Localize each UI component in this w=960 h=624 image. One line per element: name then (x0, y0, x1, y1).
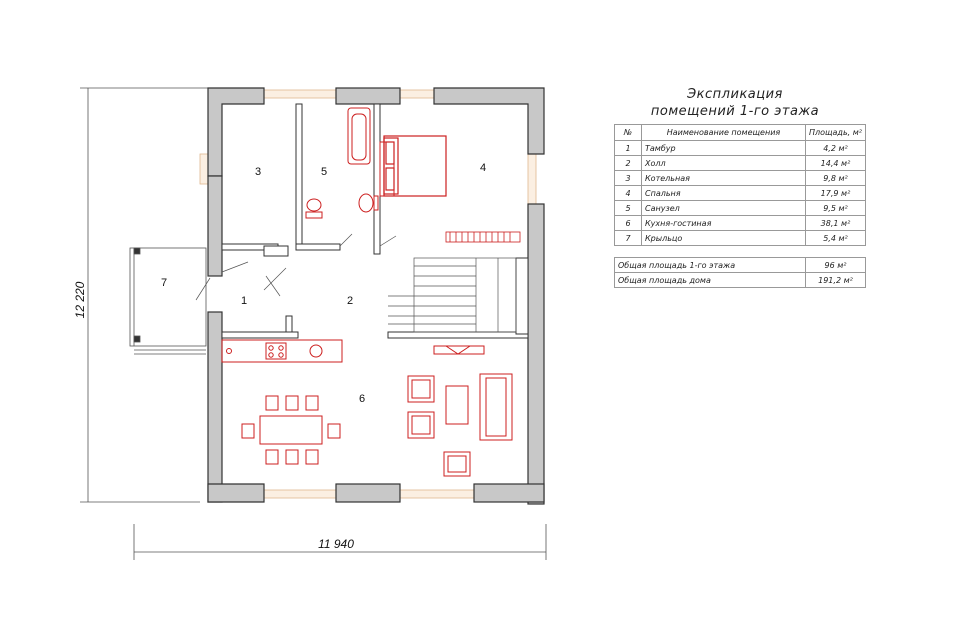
row-area: 14,4 м² (804, 155, 867, 171)
row-num: 3 (614, 170, 642, 186)
row-name: Котельная (641, 170, 806, 186)
room-number-3: 3 (255, 166, 261, 178)
row-name: Холл (641, 155, 806, 171)
doors (195, 233, 397, 301)
total-name: Общая площадь 1-го этажа (614, 257, 806, 273)
dining-set (241, 395, 341, 465)
explication-title-line1: Экспликация (687, 87, 783, 102)
table-row: 1 Тамбур 4,2 м² (614, 140, 867, 156)
height-dimension: 12 220 (73, 281, 87, 318)
room-number-6: 6 (359, 393, 365, 405)
table-header-row: № Наименование помещения Площадь, м² (614, 124, 867, 141)
row-num: 6 (614, 215, 642, 231)
bed (383, 135, 447, 197)
total-name: Общая площадь дома (614, 272, 806, 288)
row-name: Тамбур (641, 140, 806, 156)
exterior-walls (207, 87, 545, 505)
room-number-4: 4 (480, 162, 486, 174)
table-row: 2 Холл 14,4 м² (614, 155, 867, 171)
living-furniture (407, 345, 513, 477)
row-name: Санузел (641, 200, 806, 216)
table-row: 3 Котельная 9,8 м² (614, 170, 867, 186)
table-total-row: Общая площадь 1-го этажа 96 м² (614, 257, 867, 273)
total-area: 191,2 м² (804, 272, 867, 288)
row-area: 4,2 м² (804, 140, 867, 156)
room-number-7: 7 (161, 277, 167, 289)
row-name: Крыльцо (641, 230, 806, 246)
room-labels: 1 2 3 4 5 6 7 (161, 162, 486, 405)
row-name: Кухня-гостиная (641, 215, 806, 231)
header-num: № (614, 124, 642, 141)
table-gap-row (614, 245, 866, 258)
room-number-5: 5 (321, 166, 327, 178)
dimension-lines (80, 87, 547, 560)
bathroom-fixtures (305, 107, 395, 219)
row-area: 9,8 м² (804, 170, 867, 186)
width-dimension: 11 940 (318, 537, 354, 551)
stairs (388, 257, 517, 333)
table-row: 7 Крыльцо 5,4 м² (614, 230, 867, 246)
room-number-1: 1 (241, 295, 247, 307)
explication-title: Экспликация помещений 1-го этажа (600, 86, 870, 120)
row-num: 2 (614, 155, 642, 171)
explication-table: № Наименование помещения Площадь, м² 1 Т… (614, 124, 867, 288)
row-area: 17,9 м² (804, 185, 867, 201)
porch (129, 247, 207, 355)
row-num: 5 (614, 200, 642, 216)
radiator (445, 231, 521, 243)
row-name: Спальня (641, 185, 806, 201)
row-num: 4 (614, 185, 642, 201)
row-num: 7 (614, 230, 642, 246)
table-row: 4 Спальня 17,9 м² (614, 185, 867, 201)
row-area: 38,1 м² (804, 215, 867, 231)
header-area: Площадь, м² (804, 124, 867, 141)
header-name: Наименование помещения (641, 124, 806, 141)
table-row: 5 Санузел 9,5 м² (614, 200, 867, 216)
total-area: 96 м² (804, 257, 867, 273)
row-area: 5,4 м² (804, 230, 867, 246)
windows (199, 89, 537, 499)
row-num: 1 (614, 140, 642, 156)
row-area: 9,5 м² (804, 200, 867, 216)
interior-walls (221, 103, 529, 339)
explication-title-line2: помещений 1-го этажа (650, 104, 820, 119)
table-row: 6 Кухня-гостиная 38,1 м² (614, 215, 867, 231)
kitchen-counter (221, 339, 343, 363)
table-total-row: Общая площадь дома 191,2 м² (614, 272, 867, 288)
room-number-2: 2 (347, 295, 353, 307)
